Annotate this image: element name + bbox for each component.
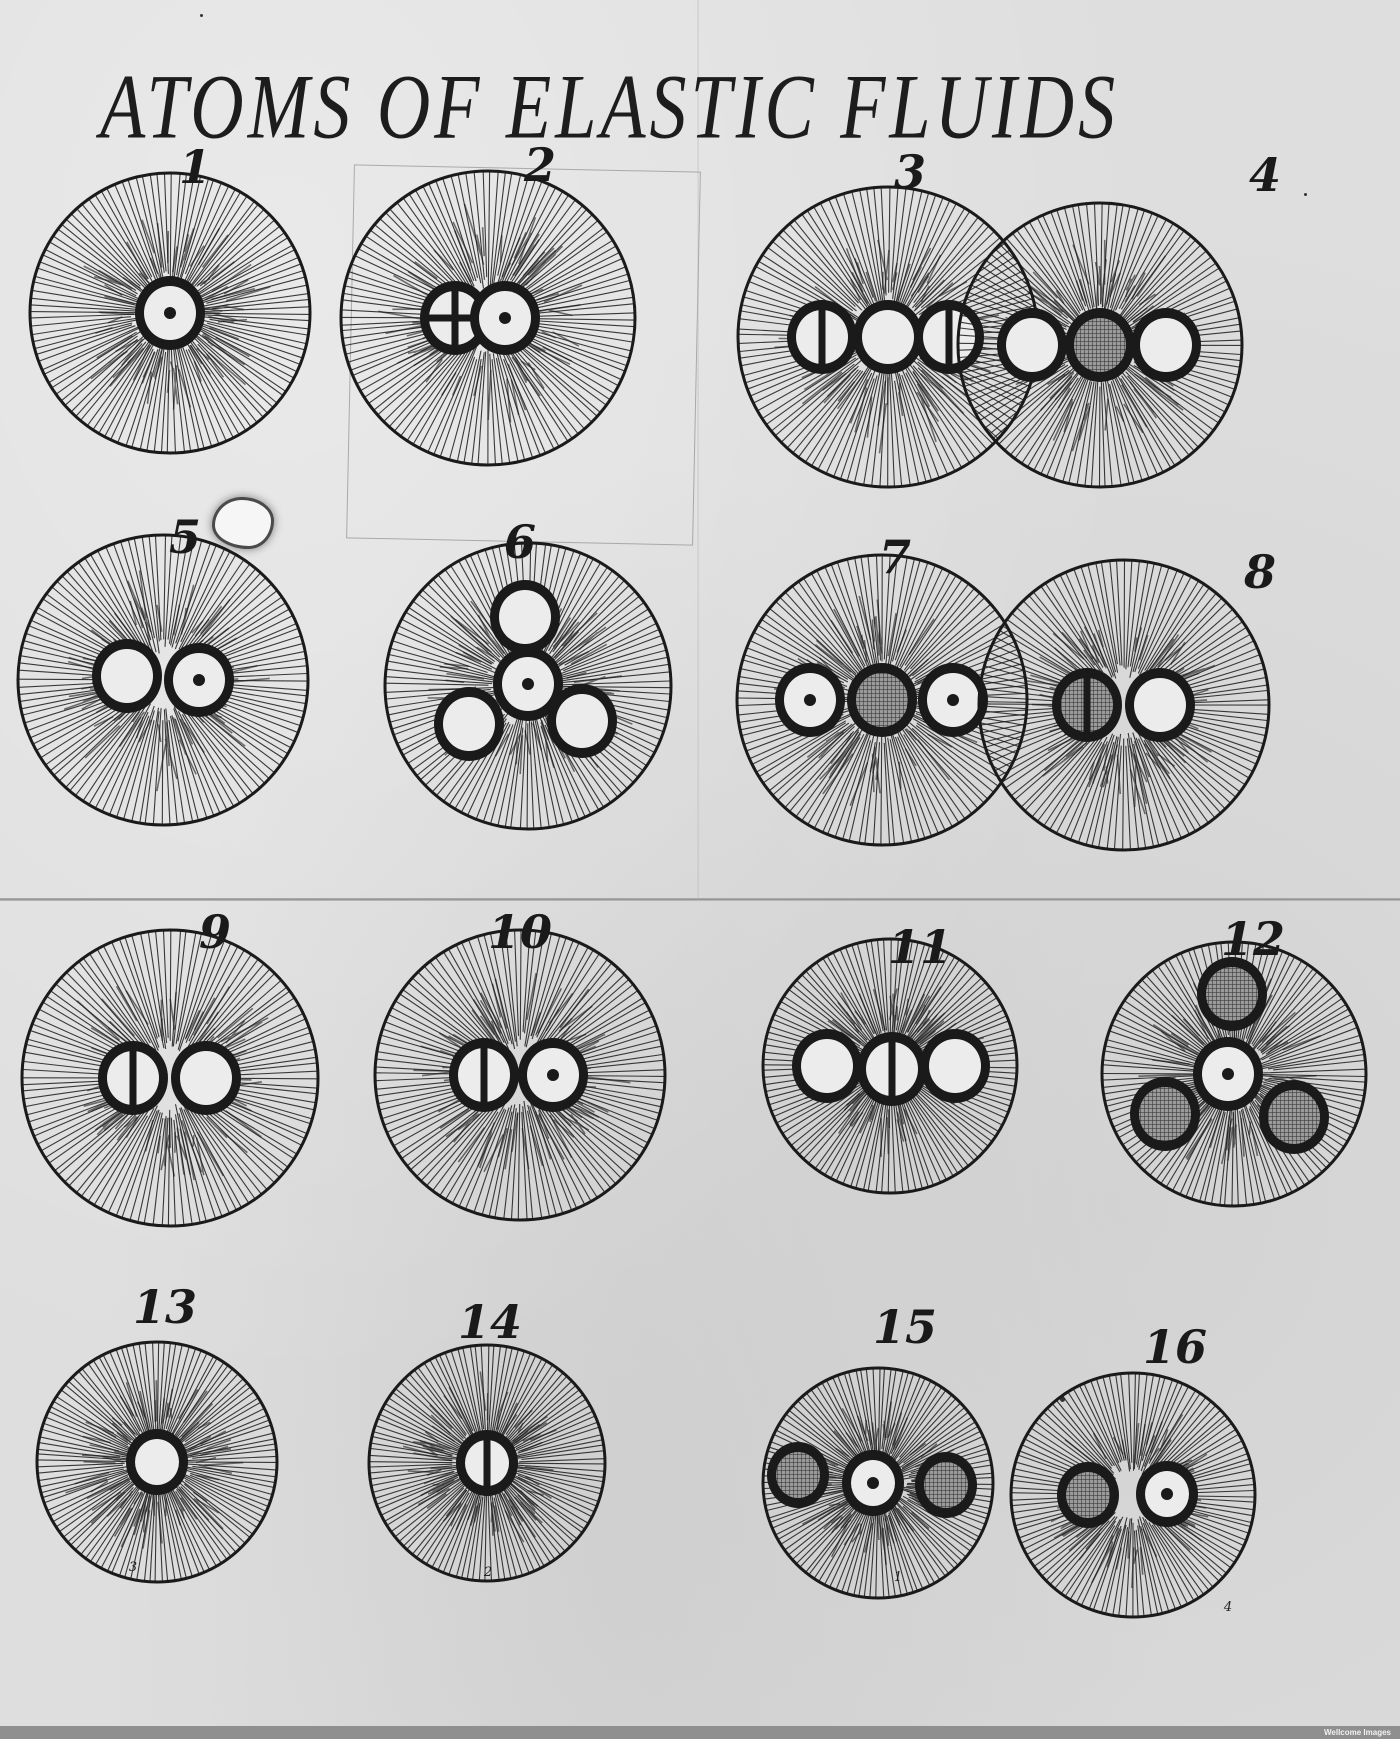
- atom-diagram-12: [1100, 940, 1368, 1208]
- atom-boundary-circle: [383, 541, 673, 831]
- particle-hatched-icon: [1057, 1462, 1119, 1528]
- atom-boundary-circle: [1100, 940, 1368, 1208]
- atom-diagram-6: [383, 541, 673, 831]
- particle-ring-icon: [547, 684, 617, 758]
- atom-sub-label: 2: [483, 1565, 493, 1580]
- particle-dot-icon: [135, 276, 205, 350]
- particle-dot-icon: [470, 281, 540, 355]
- atom-boundary-circle: [28, 171, 312, 455]
- radiating-lines: [1011, 1373, 1255, 1617]
- atom-number-label: 11: [887, 920, 953, 974]
- radiating-lines: [18, 535, 308, 825]
- ink-speck: [1060, 1397, 1065, 1402]
- atom-number-label: 16: [1142, 1320, 1208, 1374]
- atom-boundary-circle: [977, 558, 1271, 852]
- radiating-lines: [341, 171, 635, 465]
- atom-diagram-2: [339, 169, 637, 467]
- atom-boundary-circle: [16, 533, 310, 827]
- particle-dot-icon: [164, 643, 234, 717]
- fold-crease-vertical: [697, 0, 699, 900]
- radiating-lines: [369, 1345, 605, 1581]
- particle-dot-icon: [1136, 1461, 1198, 1527]
- particle-ring-icon: [171, 1041, 241, 1115]
- particle-hatched-icon: [847, 663, 917, 737]
- atom-boundary-circle: [1009, 1371, 1257, 1619]
- particle-dot-icon: [842, 1450, 904, 1516]
- atom-boundary-circle: [367, 1343, 607, 1583]
- atom-boundary-circle: [35, 1340, 279, 1584]
- particle-hatched-icon: [1259, 1080, 1329, 1154]
- radiating-lines: [979, 560, 1269, 850]
- particle-hatched-icon: [767, 1442, 829, 1508]
- atom-diagram-4: [956, 201, 1244, 489]
- particle-hatched-icon: [1130, 1077, 1200, 1151]
- atom-number-label: 9: [198, 905, 232, 959]
- atom-diagram-14: [367, 1343, 607, 1583]
- atom-diagram-11: [761, 937, 1019, 1195]
- atom-diagram-5: [16, 533, 310, 827]
- particle-ring-icon: [920, 1029, 990, 1103]
- particle-dot-icon: [518, 1038, 588, 1112]
- particle-dot-icon: [918, 663, 988, 737]
- particle-hatched-vbar-icon: [1052, 668, 1122, 742]
- atom-diagram-1: [28, 171, 312, 455]
- radiating-lines: [30, 173, 310, 453]
- radiating-lines: [37, 1342, 277, 1582]
- footer-bar: Wellcome Images: [0, 1726, 1400, 1739]
- atom-boundary-circle: [20, 928, 320, 1228]
- particle-dot-icon: [775, 663, 845, 737]
- atom-number-label: 4: [1248, 148, 1282, 202]
- burn-hole: [215, 500, 271, 546]
- ink-speck: [200, 14, 203, 17]
- page-title: ATOMS OF ELASTIC FLUIDS: [100, 56, 1120, 159]
- radiating-lines: [22, 930, 318, 1226]
- particle-hatched-icon: [1065, 308, 1135, 382]
- particle-vbar-icon: [857, 1032, 927, 1106]
- particle-ring-icon: [792, 1029, 862, 1103]
- atom-number-label: 1: [178, 140, 212, 194]
- atom-diagram-8: [977, 558, 1271, 852]
- atom-number-label: 2: [523, 138, 557, 192]
- particle-dot-icon: [1193, 1037, 1263, 1111]
- particle-vbar-icon: [98, 1041, 168, 1115]
- particle-vbar-icon: [449, 1038, 519, 1112]
- atom-diagram-13: [35, 1340, 279, 1584]
- particle-ring-icon: [1125, 668, 1195, 742]
- particle-hatched-icon: [1197, 957, 1267, 1031]
- radiating-lines: [375, 930, 665, 1220]
- atom-diagram-9: [20, 928, 320, 1228]
- particle-ring-icon: [434, 687, 504, 761]
- particle-ring-icon: [853, 300, 923, 374]
- atom-number-label: 13: [132, 1280, 198, 1334]
- ink-speck: [1304, 193, 1307, 196]
- particle-vbar-single-icon: [456, 1430, 518, 1496]
- particle-ring-icon: [490, 580, 560, 654]
- atom-boundary-circle: [735, 553, 1029, 847]
- particle-ring-plain-icon: [126, 1429, 188, 1495]
- atom-diagram-7: [735, 553, 1029, 847]
- particle-ring-icon: [1131, 308, 1201, 382]
- atom-boundary-circle: [373, 928, 667, 1222]
- fold-crease-horizontal: [0, 898, 1400, 901]
- particle-cross-icon: [420, 281, 490, 355]
- atom-diagram-16: [1009, 1371, 1257, 1619]
- atom-number-label: 14: [457, 1295, 523, 1349]
- particle-vbar-icon: [787, 300, 857, 374]
- image-credit: Wellcome Images: [1324, 1728, 1391, 1737]
- atom-boundary-circle: [761, 1366, 995, 1600]
- atom-diagram-15: [761, 1366, 995, 1600]
- atom-sub-label: 4: [1223, 1600, 1233, 1615]
- atom-number-label: 8: [1243, 545, 1277, 599]
- particle-dot-icon: [493, 647, 563, 721]
- particle-ring-icon: [997, 308, 1067, 382]
- atom-boundary-circle: [956, 201, 1244, 489]
- atom-boundary-circle: [761, 937, 1019, 1195]
- atom-boundary-circle: [339, 169, 637, 467]
- atom-number-label: 15: [872, 1300, 938, 1354]
- atom-diagram-10: [373, 928, 667, 1222]
- particle-ring-icon: [92, 639, 162, 713]
- particle-hatched-icon: [915, 1452, 977, 1518]
- atom-diagram-3: [736, 185, 1040, 489]
